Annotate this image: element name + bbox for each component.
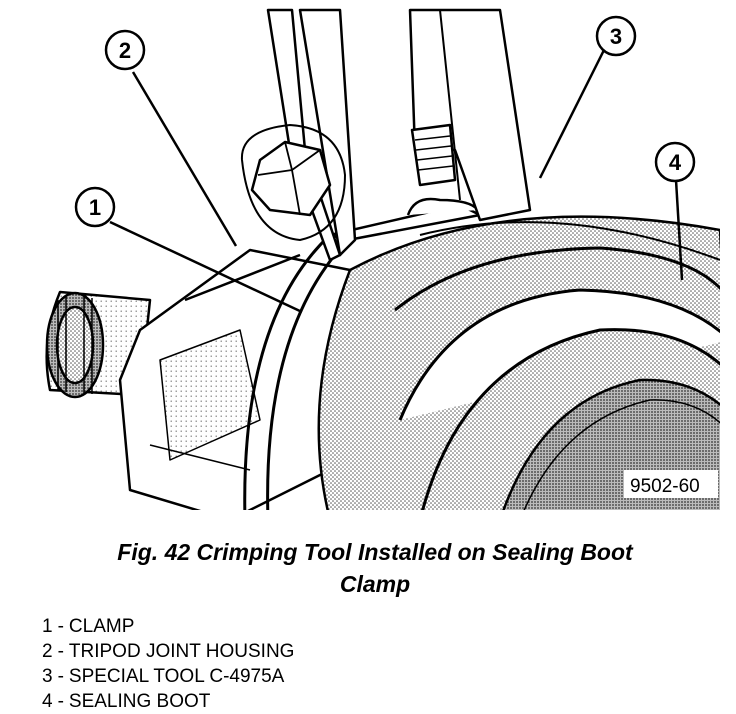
leader-lines bbox=[109, 49, 684, 314]
legend-separator: - bbox=[57, 691, 64, 712]
legend-number: 1 bbox=[42, 616, 53, 637]
caption-line-2: Clamp bbox=[339, 571, 411, 597]
legend-number: 3 bbox=[42, 666, 53, 687]
figure-code: 9502-60 bbox=[630, 476, 700, 497]
legend-label: CLAMP bbox=[68, 616, 135, 637]
callout-2-number: 2 bbox=[119, 38, 131, 63]
tripod-joint-housing bbox=[118, 248, 352, 510]
callout-4-number: 4 bbox=[669, 150, 682, 175]
callout-3: 3 bbox=[595, 15, 637, 57]
legend-item: 4 - SEALING BOOT bbox=[42, 689, 642, 714]
legend-item: 3 - SPECIAL TOOL C-4975A bbox=[42, 664, 642, 689]
legend-separator: - bbox=[57, 641, 64, 662]
callout-1: 1 bbox=[74, 186, 116, 228]
callout-legend: 1 - CLAMP 2 - TRIPOD JOINT HOUSING 3 - S… bbox=[42, 614, 642, 714]
legend-item: 2 - TRIPOD JOINT HOUSING bbox=[42, 639, 642, 664]
legend-separator: - bbox=[57, 666, 64, 687]
legend-separator: - bbox=[57, 616, 64, 637]
figure-caption: Fig. 42 Crimping Tool Installed on Seali… bbox=[40, 536, 710, 600]
legend-label: TRIPOD JOINT HOUSING bbox=[68, 641, 295, 662]
special-tool-c4975a bbox=[240, 8, 532, 262]
legend-item: 1 - CLAMP bbox=[42, 614, 642, 639]
crimping-tool-illustration: 1 2 3 4 9502-60 bbox=[45, 8, 720, 510]
splined-shaft bbox=[45, 290, 152, 399]
callout-4: 4 bbox=[654, 141, 696, 183]
legend-number: 2 bbox=[42, 641, 53, 662]
callout-3-number: 3 bbox=[610, 24, 622, 49]
callout-2: 2 bbox=[104, 29, 146, 71]
callout-1-number: 1 bbox=[89, 195, 101, 220]
legend-number: 4 bbox=[42, 691, 53, 712]
caption-line-1: Fig. 42 Crimping Tool Installed on Seali… bbox=[117, 539, 633, 565]
legend-label: SEALING BOOT bbox=[68, 691, 211, 712]
legend-label: SPECIAL TOOL C-4975A bbox=[68, 666, 285, 687]
